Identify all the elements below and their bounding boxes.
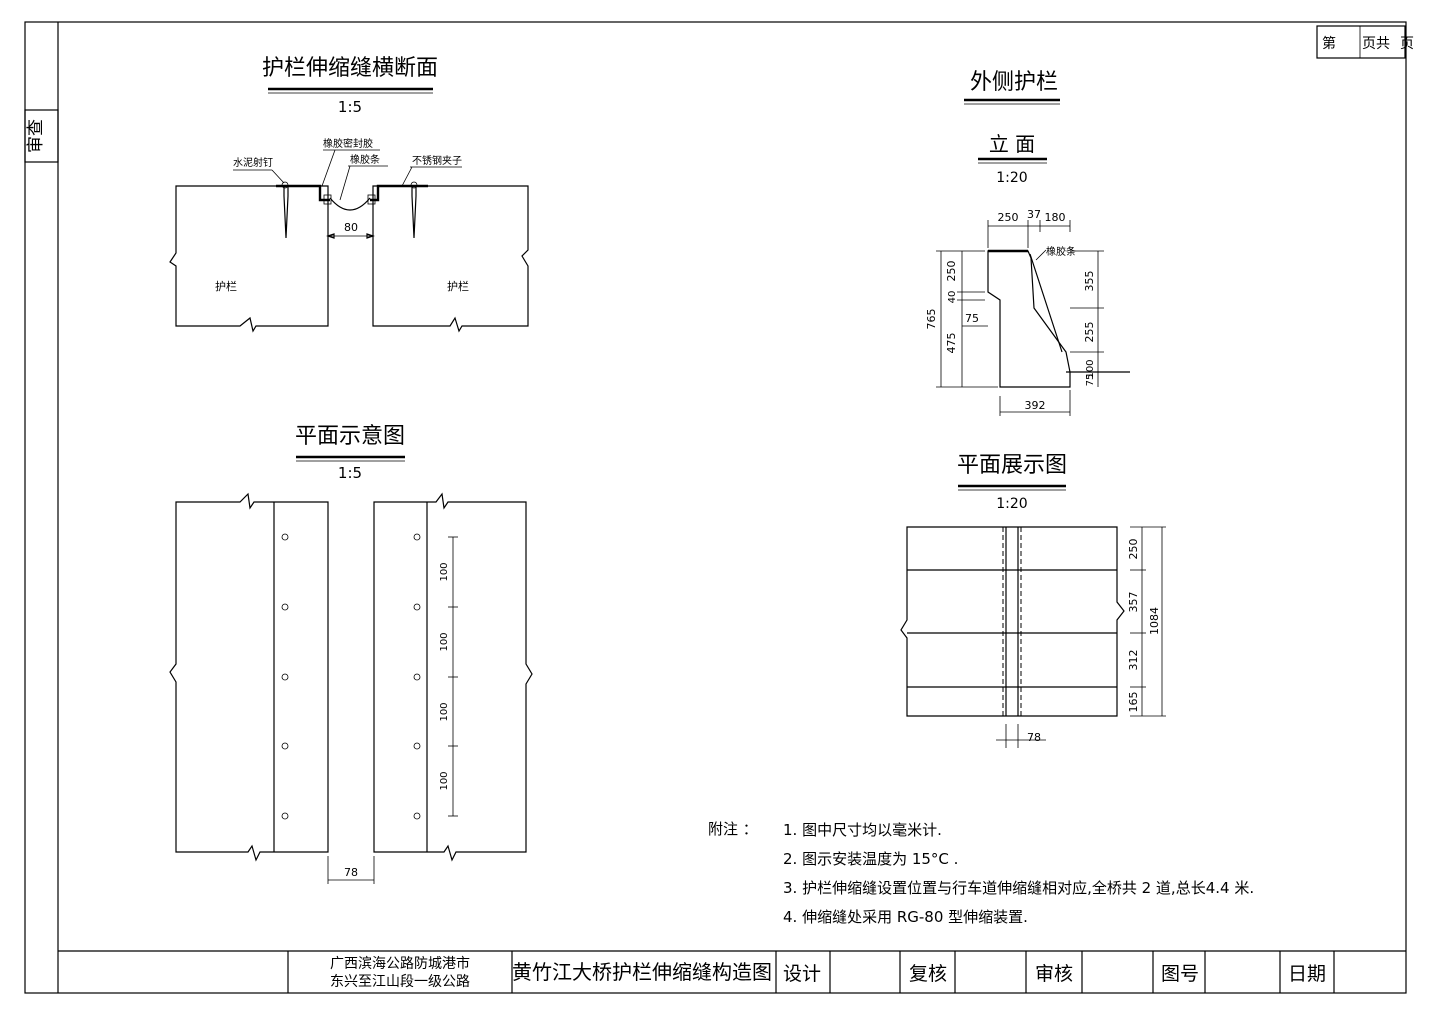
- project-line-2: 东兴至江山段一级公路: [330, 974, 470, 990]
- notes-heading: 附注 ：: [708, 820, 758, 838]
- elev-top-dim-1: 250: [998, 211, 1019, 224]
- plan-spacing-4: 100: [439, 771, 450, 790]
- elev-right-dim-1: 355: [1083, 271, 1096, 292]
- elevation-title: 立 面: [989, 132, 1035, 156]
- plan-spacing-2: 100: [439, 632, 450, 651]
- plan-left-block: [169, 492, 329, 862]
- plan-show-dim-3: 312: [1127, 650, 1140, 671]
- elev-bottom-dim: 392: [1025, 399, 1046, 412]
- elev-left-dim-4: 475: [945, 333, 958, 354]
- page-unit: 页: [1400, 36, 1414, 52]
- elev-top-dim-2: 37: [1027, 208, 1041, 221]
- total-label: 页共: [1362, 36, 1390, 52]
- plan-show-scale: 1:20: [996, 496, 1027, 512]
- elev-left-dim-1: 250: [945, 261, 958, 282]
- plan-spacing-1: 100: [439, 562, 450, 581]
- elev-right-dim-4: 75: [1085, 374, 1096, 387]
- plan-show-view: 平面展示图 1:20 250 357 312 165 1084 78: [900, 453, 1166, 748]
- plan-title: 平面示意图: [295, 424, 405, 449]
- project-line-1: 广西滨海公路防城港市: [330, 955, 470, 972]
- plan-show-dim-1: 250: [1127, 539, 1140, 560]
- left-barrier-block: [169, 185, 329, 333]
- plan-spacing-3: 100: [439, 702, 450, 721]
- notes: 附注 ： 1. 图中尺寸均以毫米计. 2. 图示安装温度为 15°C . 3. …: [708, 820, 1254, 926]
- elev-left-dim-3: 765: [925, 309, 938, 330]
- elev-right-dim-2: 255: [1083, 322, 1096, 343]
- outer-barrier: 外侧护栏 立 面 1:20 橡胶条 250 37 180 250 40 765 …: [925, 70, 1130, 416]
- review-label: 审核: [1035, 963, 1073, 985]
- plan-show-dim-2: 357: [1127, 592, 1140, 613]
- plan-scale: 1:5: [338, 464, 362, 482]
- elevation-rubber-label: 橡胶条: [1046, 245, 1076, 258]
- date-label: 日期: [1288, 963, 1326, 985]
- elevation-scale: 1:20: [996, 170, 1027, 186]
- sealant-label: 橡胶密封胶: [323, 137, 373, 150]
- nail-label: 水泥射钉: [233, 156, 273, 169]
- right-block-label: 护栏: [447, 279, 469, 293]
- sheet-border: [24, 21, 1407, 994]
- plan-show-total-dim: 1084: [1148, 607, 1161, 635]
- elev-right-dim-3: 100: [1085, 359, 1096, 378]
- check-label: 复核: [909, 963, 947, 985]
- note-3: 3. 护栏伸缩缝设置位置与行车道伸缩缝相对应,全桥共 2 道,总长4.4 米.: [783, 879, 1254, 897]
- page-box: 第 页共 页: [1316, 25, 1414, 59]
- elev-inner-dim: 75: [965, 312, 979, 325]
- left-block-label: 护栏: [215, 279, 237, 293]
- note-4: 4. 伸缩缝处采用 RG-80 型伸缩装置.: [783, 908, 1028, 926]
- drawing-title: 黄竹江大桥护栏伸缩缝构造图: [512, 960, 772, 984]
- rubber-label: 橡胶条: [350, 153, 380, 166]
- barrier-profile: [987, 250, 1071, 388]
- note-1: 1. 图中尺寸均以毫米计.: [783, 821, 942, 839]
- plan-show-dim-4: 165: [1127, 692, 1140, 713]
- title-block: 广西滨海公路防城港市 东兴至江山段一级公路 黄竹江大桥护栏伸缩缝构造图 设计 复…: [58, 950, 1406, 993]
- plan-right-block: [373, 492, 533, 862]
- elev-left-dim-2: 40: [947, 291, 958, 304]
- side-stamp: 审查: [26, 119, 46, 153]
- design-label: 设计: [783, 963, 821, 985]
- right-barrier-block: [372, 185, 529, 333]
- plan-show-title: 平面展示图: [957, 453, 1067, 478]
- plan-view: 平面示意图 1:5 100 100 100 100 78: [169, 424, 533, 884]
- outer-title: 外侧护栏: [970, 70, 1058, 95]
- elev-top-dim-3: 180: [1045, 211, 1066, 224]
- section-scale: 1:5: [338, 98, 362, 116]
- note-2: 2. 图示安装温度为 15°C .: [783, 850, 958, 868]
- drawing-no-label: 图号: [1161, 963, 1199, 985]
- clamp-label: 不锈钢夹子: [412, 154, 462, 167]
- plan-show-gap-dim: 78: [1027, 731, 1041, 744]
- plan-gap-dim: 78: [344, 866, 358, 879]
- section-gap-dim: 80: [344, 221, 358, 234]
- section-view: 护栏伸缩缝横断面 1:5 水泥射钉 橡胶密封胶 橡胶条 不锈钢夹子: [169, 56, 529, 333]
- page-label: 第: [1322, 35, 1336, 52]
- section-title: 护栏伸缩缝横断面: [262, 56, 438, 81]
- plan-show-block: [900, 526, 1125, 717]
